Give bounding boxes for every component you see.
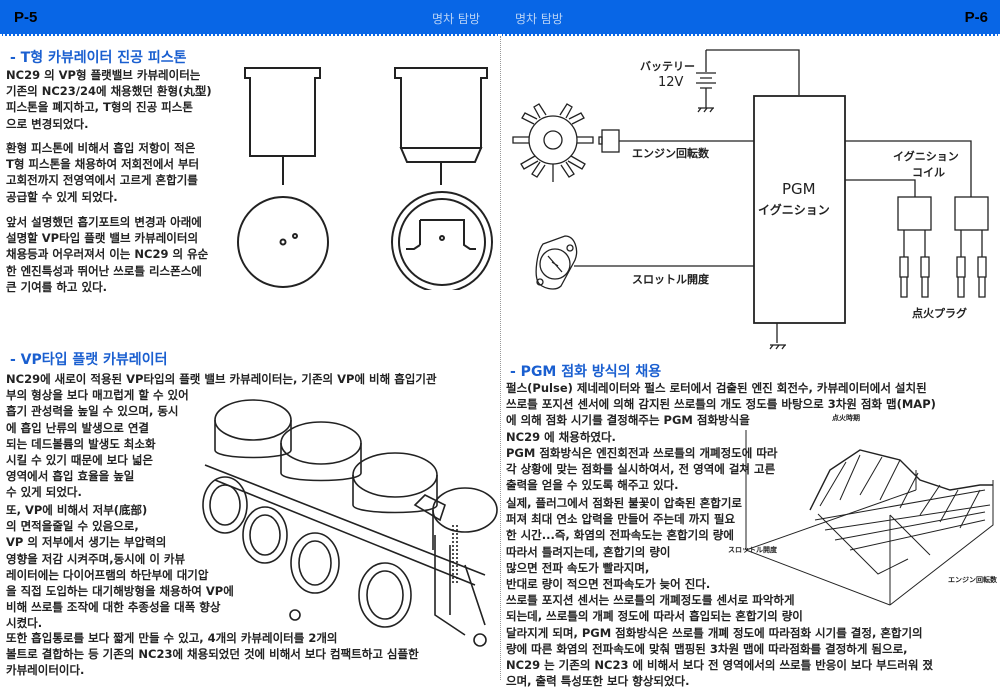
text-line: NC29에 새로이 적용된 VP타입의 플랫 밸브 카뷰레이터는, 기존의 VP…	[6, 372, 437, 386]
text-line: 펄스(Pulse) 제네레이터와 펄스 로터에서 검출된 엔진 회전수, 카뷰레…	[506, 381, 927, 395]
text-line: 쓰로틀 포지션 센서는 쓰로틀의 개폐정도를 센서로 파악하게	[506, 593, 795, 608]
text-line: 볼트로 결합하는 등 기존의 NC23에 채용되었던 것에 비해서 보다 컴팩트…	[6, 647, 419, 662]
text-line: 기존의 NC23/24에 채용했던 환형(丸型)	[6, 84, 212, 99]
spark-plug-label: 点火プラグ	[912, 307, 967, 320]
coil-label-1: イグニション	[893, 150, 959, 163]
text-line: 량에 따른 화염의 전파속도에 맞춰 맵핑된 3차원 맵에 따라점화를 결정하게…	[506, 641, 908, 656]
text-line: 에 의해 점화 시기를 결정해주는 PGM 점화방식을	[506, 413, 750, 428]
section-label: 명차 탐방	[432, 12, 480, 26]
section-title: - PGM 점화 방식의 채용	[510, 364, 662, 380]
text-line: 또, VP에 비해서 저부(底部)	[6, 503, 148, 517]
text-line: 반대로 량이 적으면 전파속도가 늦어 진다.	[506, 576, 711, 591]
section-title: - T형 카뷰레이터 진공 피스톤	[10, 50, 187, 66]
text-line: 흡기 관성력을 높일 수 있으며, 동시	[6, 404, 179, 419]
page-number: P-6	[964, 9, 988, 26]
text-line: T형 피스톤을 채용하여 저회전에서 부터	[6, 157, 200, 172]
text-line: 한 시간...즉, 화염의 전파속도는 혼합기의 량에	[506, 528, 734, 543]
text-line: 시켰다.	[6, 616, 43, 631]
text-line: 달라지게 되며, PGM 점화방식은 쓰로틀 개폐 정도에 따라점화 시기를 결…	[506, 625, 923, 640]
text-line: 의 면적을줄일 수 있음으로,	[6, 519, 139, 534]
paragraph: 또, VP에 비해서 저부(底部) 의 면적을줄일 수 있음으로,VP 의 저부에…	[6, 502, 234, 632]
text-line: NC29 는 기존의 NC23 에 비해서 보다 전 영역에서의 쓰로틀 반응이…	[506, 657, 933, 672]
text-line: 되는데, 쓰로틀의 개폐 정도에 따라서 흡입되는 혼합기의 량이	[506, 609, 803, 624]
text-line: 큰 기여를 하고 있다.	[6, 279, 108, 294]
text-line: 영향을 저감 시켜주며,동시에 이 카뷰	[6, 551, 186, 566]
text-line: 따라서 틀려지는데, 혼합기의 량이	[506, 544, 671, 559]
text-line: 피스톤을 폐지하고, T형의 진공 피스톤	[6, 100, 193, 115]
engine-rpm-label: エンジン回転数	[632, 147, 709, 160]
text-line: 레이터에는 다이어프램의 하단부에 대기압	[6, 567, 209, 582]
text-line: 고회전까지 전영역에서 고르게 혼합기를	[6, 173, 198, 188]
coil-label-2: コイル	[912, 166, 945, 179]
pgm-label: PGM	[782, 180, 816, 198]
text-line: 을 직접 도입하는 대기해방형을 채용하여 VP에	[6, 583, 234, 598]
text-line: 으로 변경되었다.	[6, 116, 89, 131]
battery-label: バッテリー	[640, 60, 695, 73]
text-line: VP 의 저부에서 생기는 부압력의	[6, 535, 167, 550]
voltage-label: 12V	[658, 75, 684, 90]
text-line: 각 상황에 맞는 점화를 실시하여서, 전 영역에 걸쳐 고른	[506, 461, 776, 476]
map-y-axis-label: エンジン回転数	[948, 576, 997, 584]
section-label: 명차 탐방	[515, 12, 563, 26]
text-line: 많으면 전파 속도가 빨라지며,	[506, 560, 650, 575]
section-title: - VP타입 플랫 카뷰레이터	[10, 352, 168, 368]
throttle-label: スロットル開度	[632, 273, 709, 286]
text-line: 채용등과 어우러져서 이는 NC29 의 유순	[6, 247, 209, 262]
text-line: 또한 흡입통로를 보다 짧게 만들 수 있고, 4개의 카뷰레이터를 2개의	[6, 631, 338, 645]
text-line: 실제, 플러그에서 점화된 불꽃이 압축된 혼합기로	[506, 496, 742, 510]
text-line: 시킬 수 있기 때문에 보다 넓은	[6, 452, 153, 467]
text-line: NC29 의 VP형 플랫밸브 카뷰레이터는	[6, 68, 201, 82]
text-line: 비해 쓰로틀 조작에 대한 추종성을 대폭 향상	[6, 600, 221, 615]
ignition-map-3d-chart	[745, 430, 994, 606]
left-header-bar: P-5 명차 탐방	[0, 0, 500, 36]
page-number: P-5	[14, 9, 38, 26]
paragraph: NC29에 새로이 적용된 VP타입의 플랫 밸브 카뷰레이터는, 기존의 VP…	[6, 371, 437, 501]
right-header-bar: 명차 탐방 P-6	[500, 0, 1000, 36]
text-line: 에 흡입 난류의 발생으로 연결	[6, 420, 149, 435]
text-line: 쓰로틀 포지션 센서에 의해 감지된 쓰로틀의 개도 정도를 바탕으로 3차원 …	[506, 397, 936, 412]
text-line: 퍼져 최대 연소 압력을 만들어 주는데 까지 필요	[506, 512, 736, 527]
map-x-axis-label: スロットル開度	[728, 546, 777, 554]
text-line: 환형 피스톤에 비해서 흡입 저항이 적은	[6, 141, 196, 155]
paragraph: 펄스(Pulse) 제네레이터와 펄스 로터에서 검출된 엔진 회전수, 카뷰레…	[506, 380, 936, 493]
piston-illustration	[237, 67, 493, 290]
text-line: 설명할 VP타입 플랫 밸브 카뷰레이터의	[6, 231, 199, 246]
ignition-wiring-diagram	[512, 49, 989, 350]
page-divider	[500, 36, 501, 680]
text-line: 부의 형상을 보다 매끄럽게 할 수 있어	[6, 388, 189, 403]
text-line: 으며, 출력 특성또한 보다 향상되었다.	[506, 674, 690, 689]
text-line: 카뷰레이터이다.	[6, 663, 85, 678]
paragraph: 환형 피스톤에 비해서 흡입 저항이 적은 T형 피스톤을 채용하여 저회전에서 …	[6, 140, 199, 205]
text-line: 공급할 수 있게 되었다.	[6, 189, 118, 204]
text-line: 수 있게 되었다.	[6, 485, 82, 500]
text-line: 앞서 설명했던 흡기포트의 변경과 아래에	[6, 215, 202, 229]
text-line: 한 엔진특성과 뛰어난 쓰로틀 리스폰스에	[6, 263, 202, 278]
text-line: 출력을 얻을 수 있도록 해주고 있다.	[506, 478, 679, 493]
text-line: 영역에서 흡입 효율을 높일	[6, 469, 135, 484]
carburetor-illustration	[202, 399, 498, 647]
map-z-axis-label: 点火時期	[832, 414, 860, 422]
ignition-label: イグニション	[758, 203, 830, 217]
text-line: PGM 점화방식은 엔진회전과 쓰로틀의 개폐정도에 따라	[506, 445, 778, 460]
text-line: NC29 에 채용하였다.	[506, 429, 616, 444]
text-line: 되는 데드볼륨의 발생도 최소화	[6, 436, 156, 451]
